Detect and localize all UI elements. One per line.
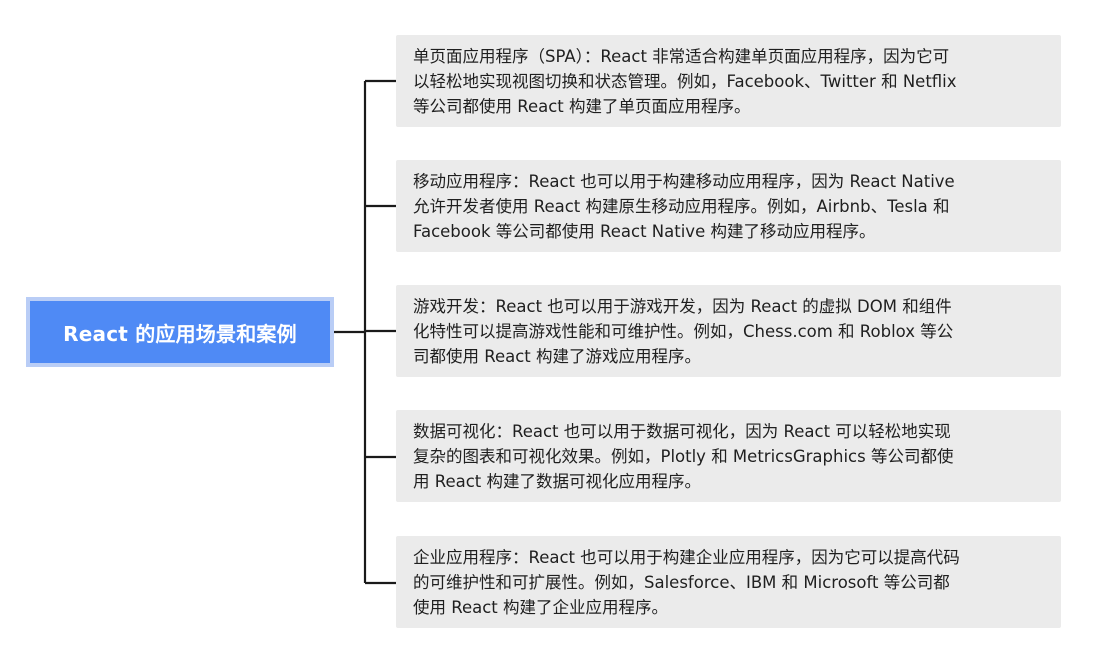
branch-card-line: 允许开发者使用 React 构建原生移动应用程序。例如，Airbnb、Tesla… [413, 197, 950, 216]
branch-card-games[interactable]: 游戏开发：React 也可以用于游戏开发，因为 React 的虚拟 DOM 和组… [396, 285, 1061, 377]
branch-card-line: 化特性可以提高游戏性能和可维护性。例如，Chess.com 和 Roblox 等… [413, 322, 954, 341]
branch-card-data-viz[interactable]: 数据可视化：React 也可以用于数据可视化，因为 React 可以轻松地实现 … [396, 410, 1061, 502]
branch-card-line: 司都使用 React 构建了游戏应用程序。 [413, 347, 702, 366]
branch-card-line: 的可维护性和可扩展性。例如，Salesforce、IBM 和 Microsoft… [413, 573, 950, 592]
branch-card-line: 企业应用程序：React 也可以用于构建企业应用程序，因为它可以提高代码 [413, 548, 960, 567]
branch-card-line: 使用 React 构建了企业应用程序。 [413, 598, 669, 617]
branch-card-line: 复杂的图表和可视化效果。例如，Plotly 和 MetricsGraphics … [413, 447, 954, 466]
branch-card-enterprise[interactable]: 企业应用程序：React 也可以用于构建企业应用程序，因为它可以提高代码 的可维… [396, 536, 1061, 628]
branch-card-line: 单页面应用程序（SPA）：React 非常适合构建单页面应用程序，因为它可 [413, 47, 950, 66]
branch-card-mobile[interactable]: 移动应用程序：React 也可以用于构建移动应用程序，因为 React Nati… [396, 160, 1061, 252]
branch-card-line: Facebook 等公司都使用 React Native 构建了移动应用程序。 [413, 222, 876, 241]
branch-card-line: 以轻松地实现视图切换和状态管理。例如，Facebook、Twitter 和 Ne… [413, 72, 957, 91]
branch-card-line: 数据可视化：React 也可以用于数据可视化，因为 React 可以轻松地实现 [413, 422, 951, 441]
root-node[interactable]: React 的应用场景和案例 [26, 297, 334, 367]
root-node-label: React 的应用场景和案例 [63, 321, 297, 346]
branch-card-spa[interactable]: 单页面应用程序（SPA）：React 非常适合构建单页面应用程序，因为它可 以轻… [396, 35, 1061, 127]
branch-card-line: 用 React 构建了数据可视化应用程序。 [413, 472, 702, 491]
branch-card-line: 等公司都使用 React 构建了单页面应用程序。 [413, 97, 751, 116]
branch-card-line: 游戏开发：React 也可以用于游戏开发，因为 React 的虚拟 DOM 和组… [413, 297, 952, 316]
branch-card-line: 移动应用程序：React 也可以用于构建移动应用程序，因为 React Nati… [413, 172, 955, 191]
